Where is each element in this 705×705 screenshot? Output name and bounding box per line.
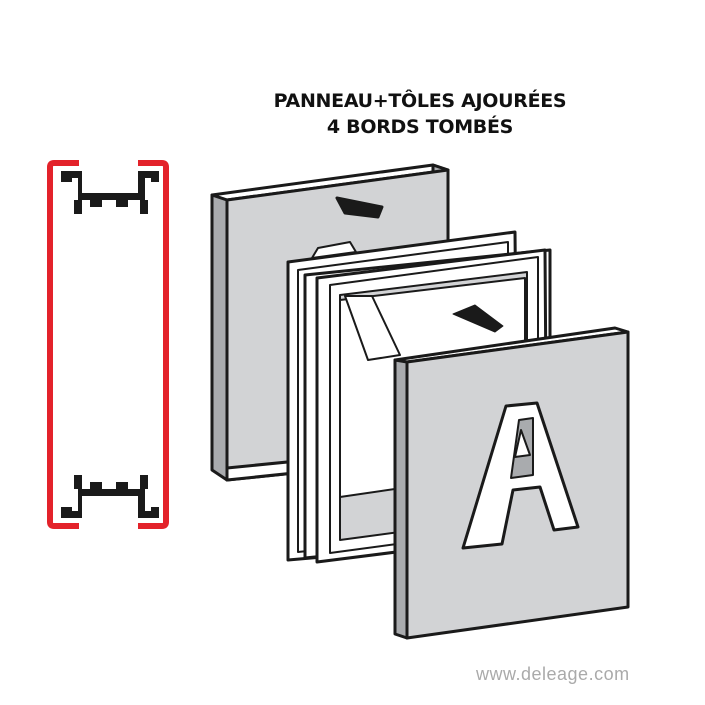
profile-cross-section — [47, 160, 169, 529]
arrow-icon — [335, 196, 384, 219]
letter-a-cutout — [461, 401, 580, 550]
arrow-icon — [452, 304, 504, 333]
website-watermark: www.deleage.com — [476, 664, 630, 684]
title-line-2: 4 BORDS TOMBÉS — [326, 116, 514, 138]
title-line-1: PANNEAU+TÔLES AJOURÉES — [273, 90, 567, 112]
bottom-profile — [61, 475, 159, 518]
top-profile — [61, 171, 159, 214]
front-panel — [393, 326, 630, 640]
